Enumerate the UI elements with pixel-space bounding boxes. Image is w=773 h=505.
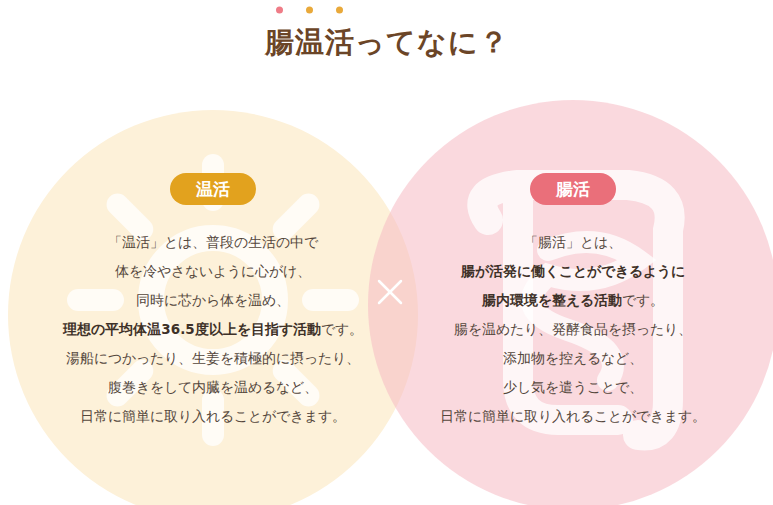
accent-dot — [336, 7, 343, 14]
body-text-part: です。 腸を温めたり、発酵食品を摂ったり、 添加物を控えるなど、 少し気を遣うこ… — [440, 292, 706, 424]
label-pill: 温活 — [170, 173, 256, 205]
circle-fill — [8, 110, 418, 505]
title-text: 腸温活ってなに？ — [265, 25, 509, 59]
title-heading: 腸温活ってなに？ — [0, 22, 773, 62]
body-text: 「温活」とは、普段の生活の中で 体を冷やさないように心がけ、 同時に芯から体を温… — [43, 228, 383, 431]
body-text-part: 「温活」とは、普段の生活の中で 体を冷やさないように心がけ、 同時に芯から体を温… — [108, 234, 318, 308]
accent-dot — [306, 7, 313, 14]
intestine-illustration — [482, 185, 669, 436]
accent-dot — [276, 7, 283, 14]
emphasis-text: 理想の平均体温36.5度以上を目指す活動 — [63, 321, 320, 337]
pill-label: 腸活 — [556, 179, 590, 199]
label-pill: 腸活 — [530, 173, 616, 205]
body-text: 「腸活」とは、 腸が活発に働くことができるように 腸内環境を整える活動です。 腸… — [403, 228, 743, 431]
cross-mark — [379, 281, 401, 303]
body-text-part: 「腸活」とは、 — [524, 234, 622, 250]
circle-fill — [368, 100, 773, 505]
concept-circle: 「温活」とは、普段の生活の中で 体を冷やさないように心がけ、 同時に芯から体を温… — [8, 110, 418, 505]
concept-circle: 「腸活」とは、 腸が活発に働くことができるように 腸内環境を整える活動です。 腸… — [368, 100, 773, 505]
cross-mark — [379, 281, 401, 303]
pill-label: 温活 — [196, 179, 230, 199]
